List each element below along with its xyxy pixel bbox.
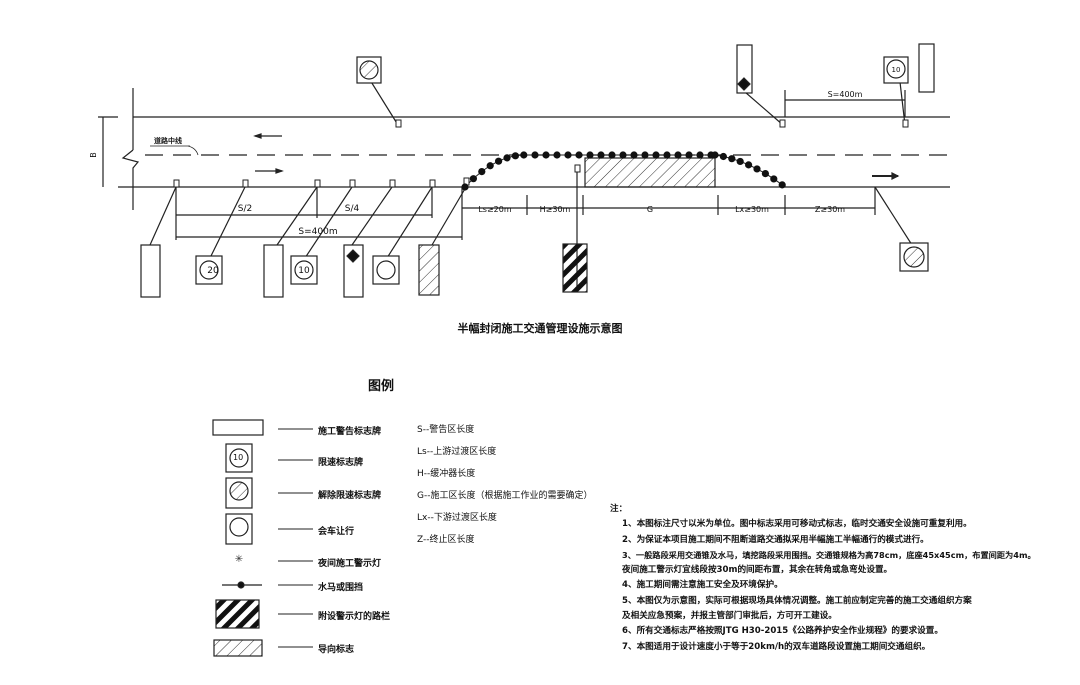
water-barrier-dot <box>553 151 561 159</box>
water-barrier-dot <box>652 151 660 159</box>
dim-s-quarter: S/4 <box>345 204 360 214</box>
water-barrier-dot <box>520 151 528 159</box>
abbr-h: H--缓冲器长度 <box>417 469 476 479</box>
direction-sign-icon <box>418 244 440 296</box>
water-barrier-dot <box>478 167 486 176</box>
legend-label: 夜间施工警示灯 <box>318 559 382 569</box>
speed-sign-value: 10 <box>298 266 310 276</box>
legend-title: 图例 <box>368 379 395 394</box>
dim-z: Z≥30m <box>815 205 845 214</box>
dim-h: H≥30m <box>540 205 571 214</box>
water-barrier-dot <box>685 151 693 159</box>
legend-label: 会车让行 <box>318 527 355 537</box>
abbr-z: Z--终止区长度 <box>417 535 475 545</box>
legend-label: 施工警告标志牌 <box>318 427 382 437</box>
note-line: 3、一般路段采用交通锥及水马，填挖路段采用围挡。交通锥规格为高78cm，底座45… <box>622 549 1036 560</box>
abbr-g: G--施工区长度（根据施工作业的需要确定） <box>417 491 593 501</box>
note-line: 夜间施工警示灯宜线段按30m的间距布置，其余在转角或急弯处设置。 <box>622 565 893 576</box>
legend-label: 附设警示灯的路栏 <box>318 612 391 622</box>
water-barrier-dot <box>630 151 638 159</box>
water-barrier-dot <box>674 151 682 159</box>
construction-warning-sign-icon <box>343 244 364 298</box>
speed-limit-sign-icon <box>883 56 909 84</box>
dim-s-total: S=400m <box>298 227 337 237</box>
legend-label: 水马或围挡 <box>318 583 364 593</box>
diagram-title: 半幅封闭施工交通管理设施示意图 <box>457 322 623 335</box>
dim-s-half: S/2 <box>238 204 252 214</box>
direction-sign-icon <box>213 639 263 657</box>
water-barrier-dot <box>745 161 753 169</box>
abbr-ls: Ls--上游过渡区长度 <box>417 447 497 457</box>
dim-ls: Ls≥20m <box>478 205 512 214</box>
night-warning-light-icon: ✳ <box>235 554 243 565</box>
water-barrier-dot <box>608 151 616 159</box>
yield-oncoming-sign-icon <box>372 255 400 285</box>
water-barrier-dot <box>597 151 605 159</box>
water-barrier-dot <box>564 151 572 159</box>
dim-g: G <box>647 205 653 214</box>
construction-warning-sign-icon <box>918 43 935 93</box>
water-barrier-dot <box>461 183 469 191</box>
water-barrier-dot <box>711 151 719 159</box>
centerline-label: 道路中线 <box>154 136 182 145</box>
water-barrier-dot <box>586 151 594 159</box>
speed-limit-sign-icon <box>195 255 223 285</box>
water-barrier-dot <box>542 151 550 159</box>
water-barrier-dot <box>619 151 627 159</box>
legend-speed-value: 10 <box>233 453 244 462</box>
water-barrier-dot <box>503 154 511 162</box>
note-line: 5、本图仅为示意图，实际可根据现场具体情况调整。施工前应制定完善的施工交通组织方… <box>622 595 972 606</box>
notes: 注： 1、本图标注尺寸以米为单位。图中标志采用可移动式标志，临时交通安全设施可重… <box>610 502 1036 655</box>
water-barrier-dot <box>641 151 649 159</box>
speed-sign-value: 10 <box>892 66 901 74</box>
note-line: 4、施工期间需注意施工安全及环境保护。 <box>622 580 783 591</box>
abbr-lx: Lx--下游过渡区长度 <box>417 513 497 523</box>
water-barrier-dot <box>719 152 728 161</box>
sign-posts <box>173 119 909 188</box>
water-barrier-dot <box>531 151 539 159</box>
speed-limit-sign-icon <box>290 255 318 285</box>
legend-label: 解除限速标志牌 <box>318 491 382 501</box>
dim-top-s-total: S=400m <box>828 90 863 99</box>
barricade-with-lights-icon <box>215 599 260 629</box>
construction-warning-sign-icon <box>140 244 161 298</box>
water-barrier-dot <box>511 152 519 160</box>
end-speed-limit-sign-icon <box>899 242 929 272</box>
water-barrier-dot <box>575 151 583 159</box>
note-line: 1、本图标注尺寸以米为单位。图中标志采用可移动式标志，临时交通安全设施可重复利用… <box>622 519 972 530</box>
road-width-label: B <box>89 152 98 158</box>
construction-warning-sign-icon <box>212 419 264 436</box>
water-barrier-dot <box>663 151 671 159</box>
note-line: 2、为保证本项目施工期间不阻断道路交通拟采用半幅施工半幅通行的模式进行。 <box>622 534 929 545</box>
end-speed-limit-sign-icon <box>356 56 382 84</box>
water-barrier-dot <box>761 170 770 178</box>
legend-label: 导向标志 <box>318 645 355 655</box>
legend-label: 限速标志牌 <box>318 458 364 468</box>
speed-sign-value: 20 <box>207 266 219 276</box>
dim-lx: Lx≥30m <box>735 205 769 214</box>
water-barrier-dot <box>486 162 494 170</box>
water-barrier-dot <box>770 175 778 183</box>
water-barrier-dot <box>736 157 744 166</box>
water-barrier-dot <box>778 181 786 189</box>
work-zone <box>584 157 716 188</box>
legend-leaders <box>278 428 313 648</box>
note-line: 7、本图适用于设计速度小于等于20km/h的双车道路段设置施工期间交通组织。 <box>622 641 931 652</box>
water-barrier-dot <box>495 157 503 165</box>
abbr-s: S--警告区长度 <box>417 425 475 435</box>
water-barrier-dots <box>461 151 786 191</box>
construction-warning-sign-icon <box>736 44 753 94</box>
water-barrier-dot <box>753 165 761 173</box>
water-barrier-dot <box>469 175 477 183</box>
water-barrier-dot <box>728 155 736 163</box>
notes-heading: 注： <box>610 504 628 514</box>
water-barrier-dot <box>696 151 704 159</box>
note-line: 及相关应急预案，并报主管部门审批后，方可开工建设。 <box>622 611 837 622</box>
construction-warning-sign-icon <box>263 244 284 298</box>
note-line: 6、所有交通标志严格按照JTG H30-2015《公路养护安全作业规程》的要求设… <box>622 626 943 637</box>
barricade-with-lights-icon <box>562 243 588 293</box>
